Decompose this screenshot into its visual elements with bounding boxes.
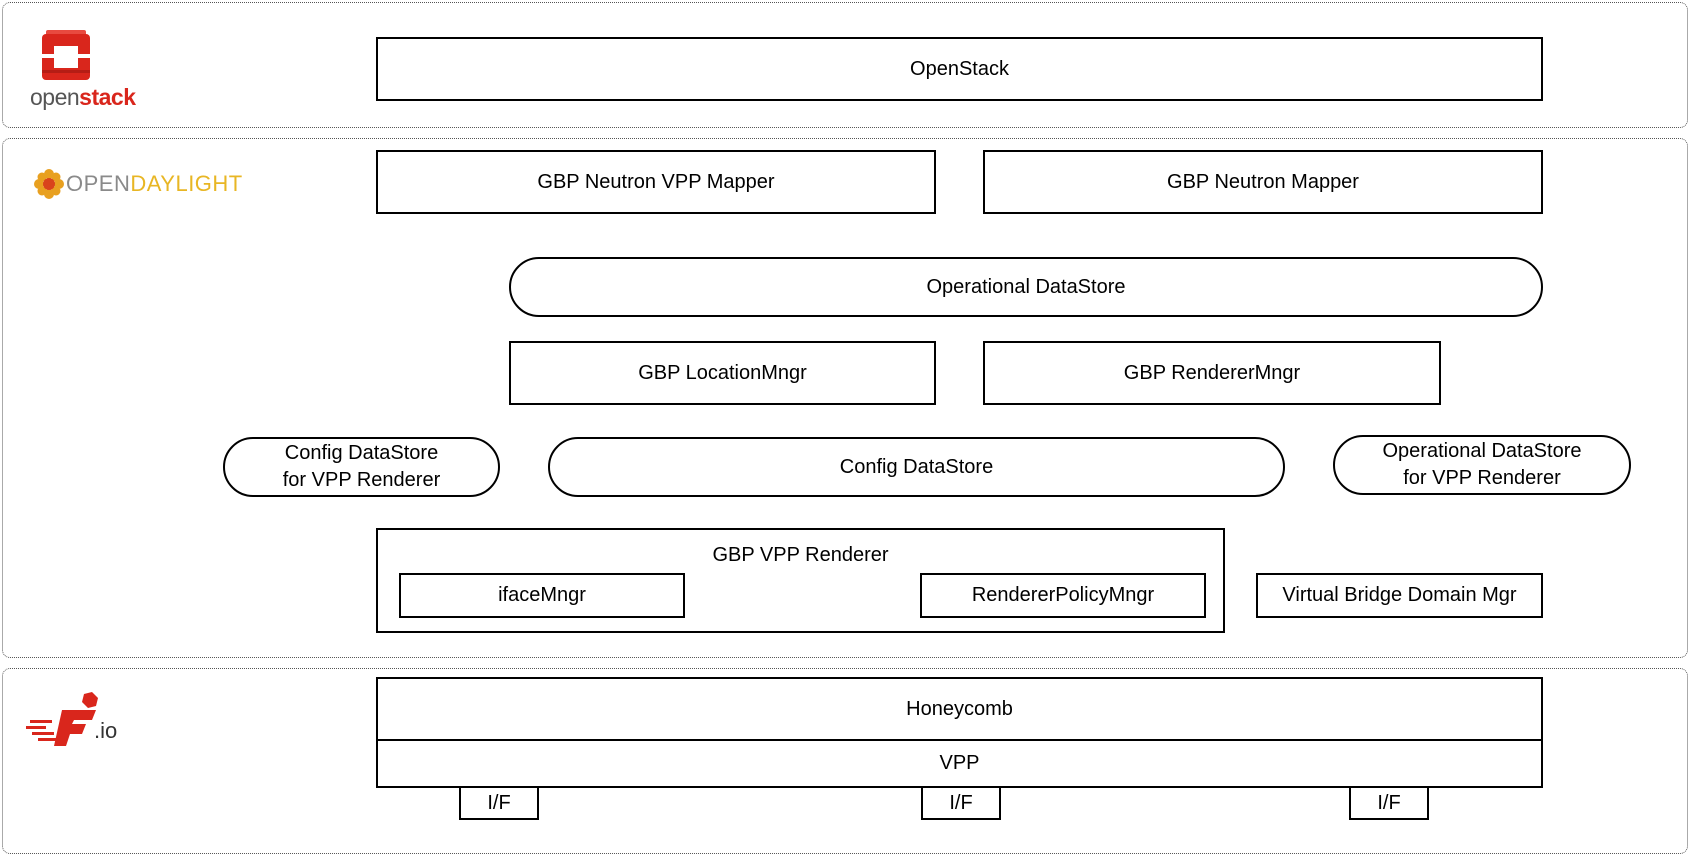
config-datastore-vpp-line2: for VPP Renderer: [282, 469, 441, 491]
openstack-logo: openstack: [28, 24, 138, 110]
honeycomb-box: Honeycomb: [376, 677, 1543, 741]
opendaylight-layer: [2, 138, 1688, 658]
fdio-logo-icon: [26, 692, 98, 746]
opendaylight-flower-icon: [34, 169, 64, 199]
opendaylight-logo: OPENDAYLIGHT: [34, 168, 254, 200]
openstack-logo-text-open: open: [30, 84, 80, 110]
renderer-policy-mngr-box: RendererPolicyMngr: [920, 573, 1206, 618]
openstack-logo-icon: [42, 30, 90, 80]
opendaylight-logo-text-open: OPEN: [66, 171, 131, 196]
interface-box-3: I/F: [1349, 786, 1429, 820]
gbp-renderer-mngr-box: GBP RendererMngr: [983, 341, 1441, 405]
opendaylight-logo-text-daylight: DAYLIGHT: [130, 171, 243, 196]
virtual-bridge-domain-mgr-box: Virtual Bridge Domain Mgr: [1256, 573, 1543, 618]
config-datastore-vpp-line1: Config DataStore: [284, 442, 439, 464]
operational-datastore-vpp-line2: for VPP Renderer: [1403, 467, 1561, 489]
openstack-layer: [2, 2, 1688, 128]
interface-box-1: I/F: [459, 786, 539, 820]
operational-datastore-pill: Operational DataStore: [509, 257, 1543, 317]
fdio-logo: .io: [26, 690, 136, 752]
fdio-layer: [2, 668, 1688, 854]
iface-mngr-box: ifaceMngr: [399, 573, 685, 618]
openstack-logo-text-stack: stack: [79, 84, 136, 110]
gbp-location-mngr-box: GBP LocationMngr: [509, 341, 936, 405]
operational-datastore-vpp-line1: Operational DataStore: [1382, 440, 1582, 462]
fdio-logo-text: .io: [94, 718, 118, 743]
config-datastore-vpp-renderer-pill: Config DataStore for VPP Renderer: [223, 437, 500, 497]
operational-datastore-vpp-renderer-pill: Operational DataStore for VPP Renderer: [1333, 435, 1631, 495]
gbp-vpp-renderer-title: GBP VPP Renderer: [712, 544, 889, 566]
openstack-box: OpenStack: [376, 37, 1543, 101]
gbp-neutron-mapper-box: GBP Neutron Mapper: [983, 150, 1543, 214]
gbp-neutron-vpp-mapper-box: GBP Neutron VPP Mapper: [376, 150, 936, 214]
interface-box-2: I/F: [921, 786, 1001, 820]
vpp-box: VPP: [376, 739, 1543, 788]
config-datastore-pill: Config DataStore: [548, 437, 1285, 497]
